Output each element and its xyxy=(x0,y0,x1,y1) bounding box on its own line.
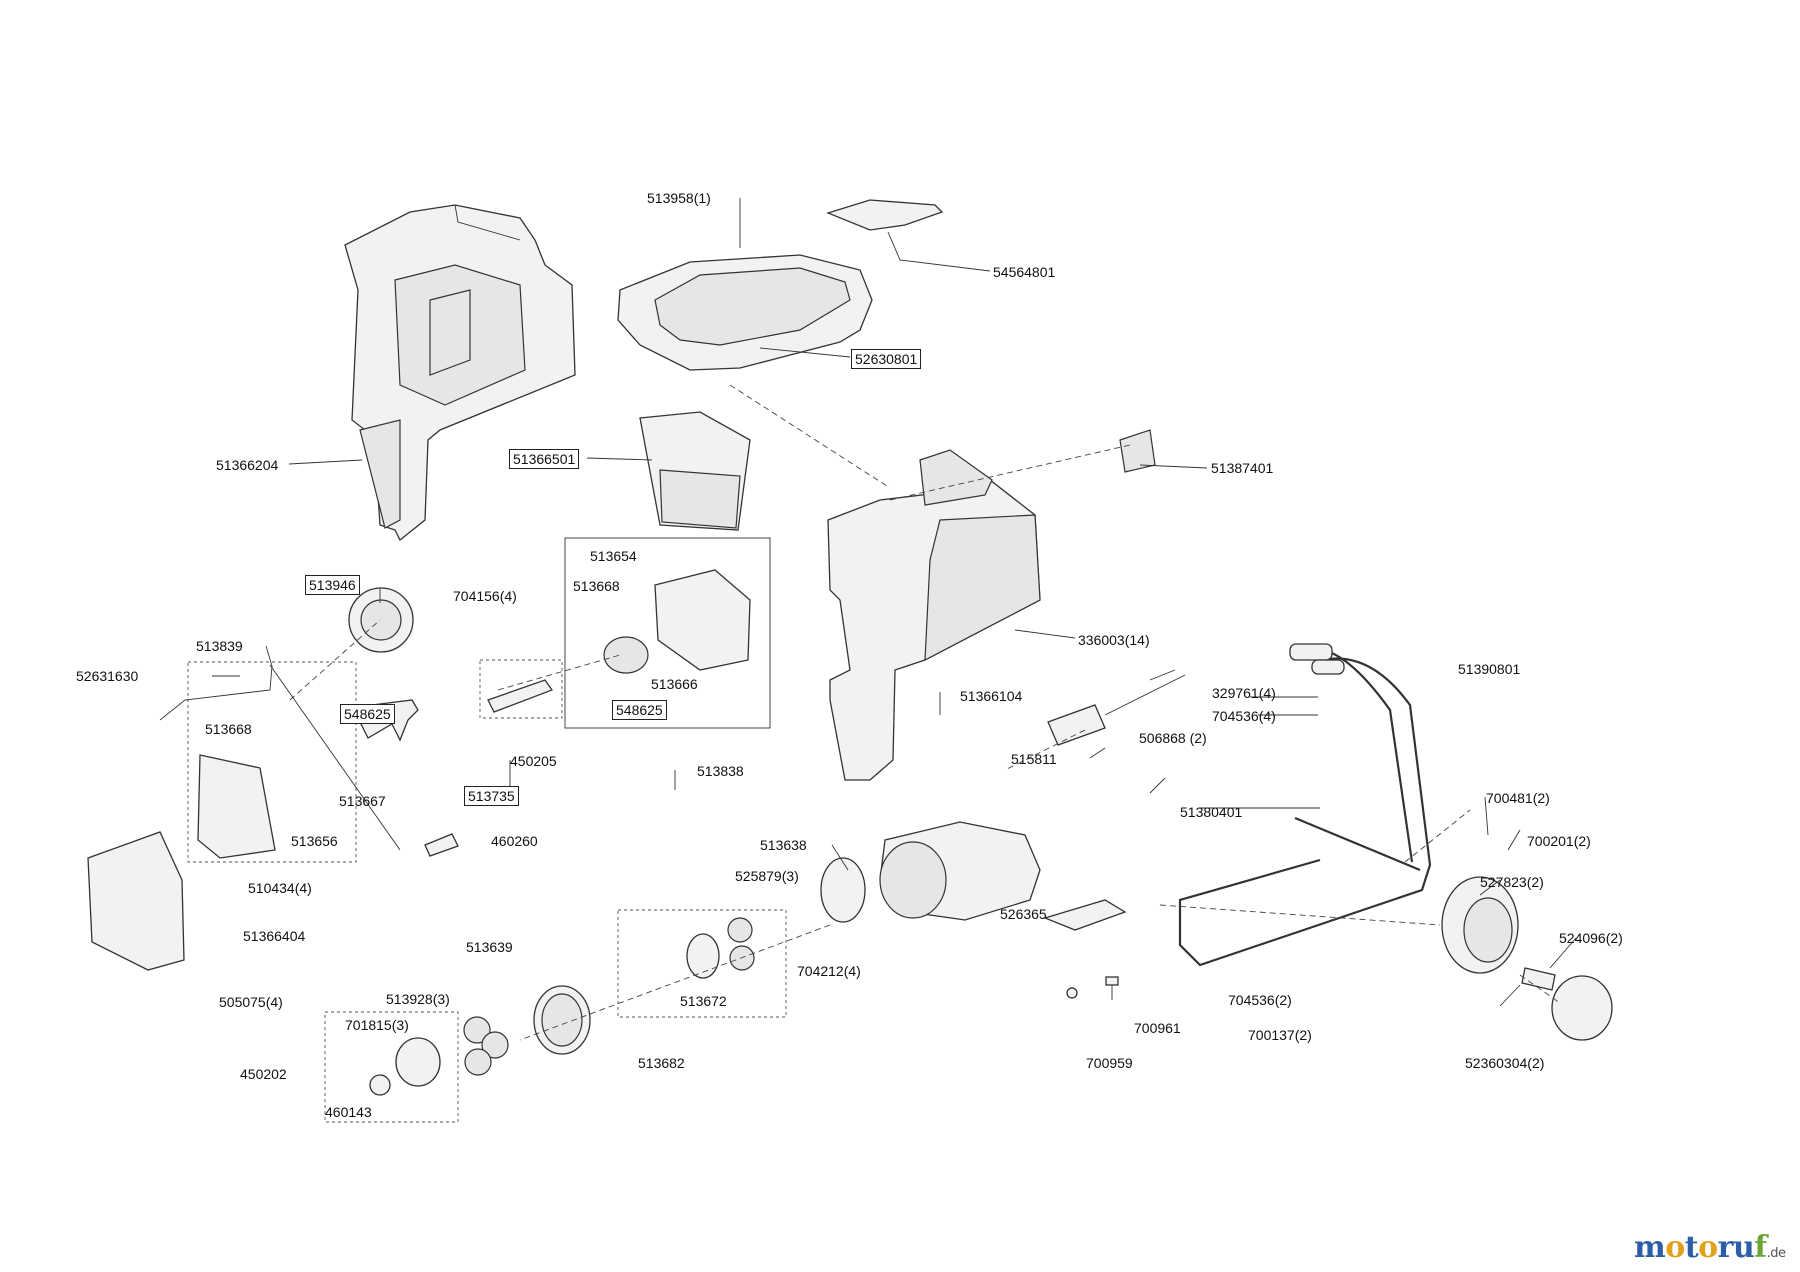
front-cover xyxy=(87,831,185,971)
label-450202: 450202 xyxy=(240,1066,287,1082)
label-701815: 701815(3) xyxy=(345,1017,409,1033)
label-52360304: 52360304(2) xyxy=(1465,1055,1545,1071)
housing-right-half xyxy=(827,429,1156,781)
motor-stator xyxy=(820,821,1127,931)
label-460260: 460260 xyxy=(491,833,538,849)
gear-housing-group xyxy=(564,537,771,729)
label-515811: 515811 xyxy=(1011,751,1057,767)
label-704212: 704212(4) xyxy=(797,963,861,979)
label-700201: 700201(2) xyxy=(1527,833,1591,849)
label-51366104: 51366104 xyxy=(960,688,1023,704)
label-51390801: 51390801 xyxy=(1458,661,1521,677)
wheel-assembly xyxy=(1441,876,1613,1041)
label-700959: 700959 xyxy=(1086,1055,1133,1071)
label-513668-top: 513668 xyxy=(573,578,620,594)
label-704536-2: 704536(2) xyxy=(1228,992,1292,1008)
label-700961: 700961 xyxy=(1134,1020,1181,1036)
label-526365: 526365 xyxy=(1000,906,1047,922)
label-506868: 506868 (2) xyxy=(1139,730,1207,746)
cutter-shaft xyxy=(424,659,563,857)
small-fasteners xyxy=(1066,976,1119,1000)
label-52631630: 52631630 xyxy=(76,668,139,684)
catch-basket xyxy=(639,411,751,531)
label-513839: 513839 xyxy=(196,638,243,654)
label-513668-left: 513668 xyxy=(205,721,252,737)
leader-lines xyxy=(159,198,1577,1007)
label-513672: 513672 xyxy=(680,993,727,1009)
label-460143: 460143 xyxy=(325,1104,372,1120)
label-704156: 704156(4) xyxy=(453,588,517,604)
label-505075: 505075(4) xyxy=(219,994,283,1010)
capacitor xyxy=(1047,674,1186,746)
label-513682: 513682 xyxy=(638,1055,685,1071)
planetary-gears xyxy=(324,909,787,1123)
label-510434: 510434(4) xyxy=(248,880,312,896)
label-700481: 700481(2) xyxy=(1486,790,1550,806)
label-513958: 513958(1) xyxy=(647,190,711,206)
label-51387401: 51387401 xyxy=(1211,460,1274,476)
label-704536-4: 704536(4) xyxy=(1212,708,1276,724)
label-548625-right: 548625 xyxy=(612,700,667,720)
label-513928: 513928(3) xyxy=(386,991,450,1007)
label-513735: 513735 xyxy=(464,786,519,806)
stand-frame xyxy=(1178,643,1432,967)
label-52630801: 52630801 xyxy=(851,349,922,369)
label-329761: 329761(4) xyxy=(1212,685,1276,701)
label-513946: 513946 xyxy=(305,575,360,595)
label-513639: 513639 xyxy=(466,939,513,955)
label-700137: 700137(2) xyxy=(1248,1027,1312,1043)
label-525879: 525879(3) xyxy=(735,868,799,884)
hopper-cover xyxy=(617,199,944,371)
label-51380401: 51380401 xyxy=(1180,804,1243,820)
assembly-lines xyxy=(289,384,1561,1041)
label-513666: 513666 xyxy=(651,676,698,692)
motoruf-logo: motoruf.de xyxy=(1634,1230,1786,1265)
label-54564801: 54564801 xyxy=(993,264,1056,280)
label-336003: 336003(14) xyxy=(1078,632,1150,648)
label-527823: 527823(2) xyxy=(1480,874,1544,890)
label-513667: 513667 xyxy=(339,793,386,809)
label-513838: 513838 xyxy=(697,763,744,779)
label-513654: 513654 xyxy=(590,548,637,564)
label-51366501: 51366501 xyxy=(509,449,580,469)
label-513638: 513638 xyxy=(760,837,807,853)
label-51366204: 51366204 xyxy=(216,457,279,473)
label-548625-left: 548625 xyxy=(340,704,395,724)
label-450205: 450205 xyxy=(510,753,557,769)
label-524096: 524096(2) xyxy=(1559,930,1623,946)
label-513656: 513656 xyxy=(291,833,338,849)
housing-left-half xyxy=(344,204,576,542)
label-51366404: 51366404 xyxy=(243,928,306,944)
gear-cover-plate xyxy=(187,587,419,863)
